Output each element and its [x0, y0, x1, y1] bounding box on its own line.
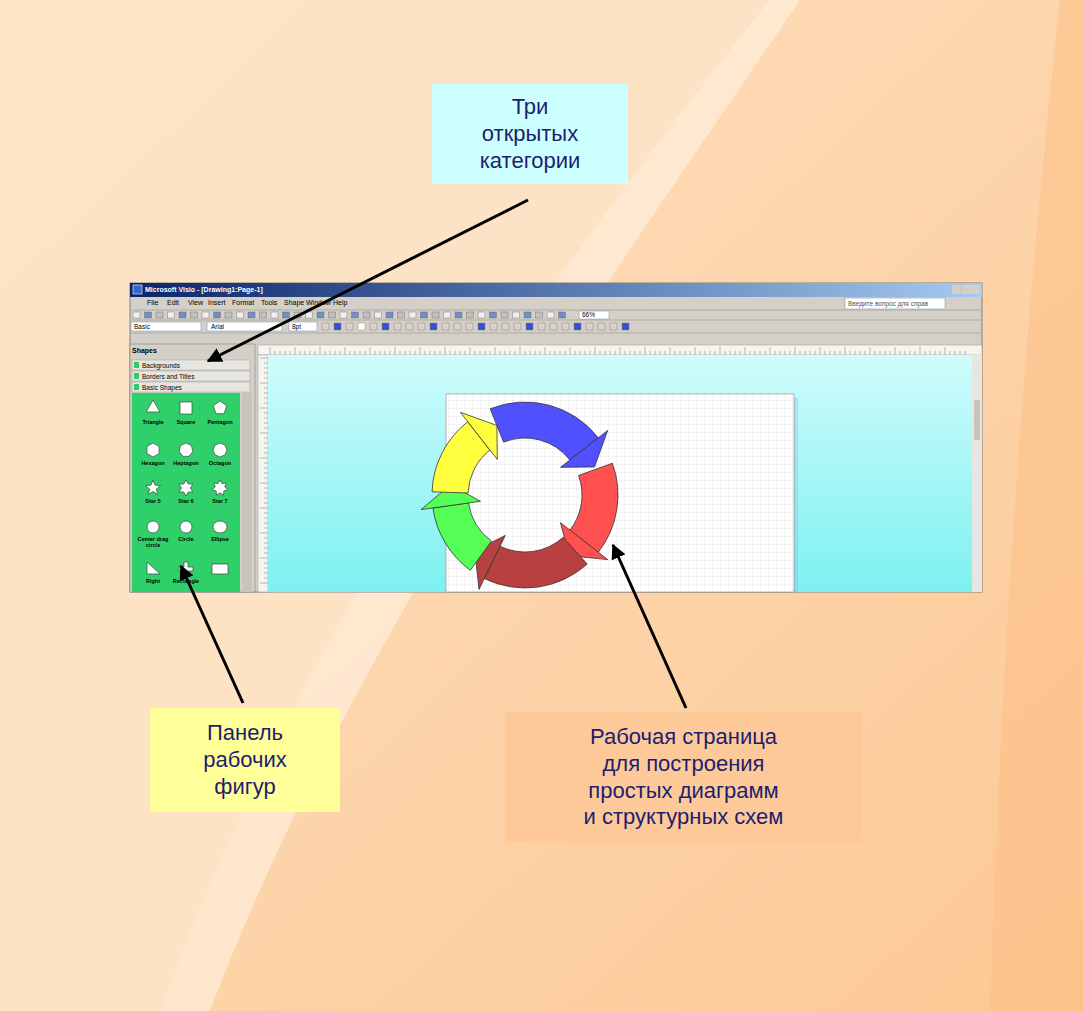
toolbar-field: 66%	[582, 311, 595, 318]
shape-name: Hexagon	[135, 460, 171, 466]
toolbar-field: Введите вопрос для справ	[848, 300, 928, 307]
menu-item: Help	[333, 299, 347, 307]
menu-item: Window	[306, 299, 331, 307]
menu-item: Insert	[208, 299, 226, 307]
menu-item: Edit	[167, 299, 179, 307]
menu-item: View	[188, 299, 203, 307]
callout-text: Рабочая страница для построения простых …	[581, 724, 786, 831]
toolbar-field: Arial	[211, 323, 224, 330]
callout-box: Рабочая страница для построения простых …	[505, 712, 862, 843]
shape-name: Circle	[168, 536, 204, 542]
shape-name: Octagon	[202, 460, 238, 466]
stencil-category: Backgrounds	[142, 362, 180, 369]
window-title: Microsoft Visio - [Drawing1:Page-1]	[145, 286, 263, 294]
shape-name: Triangle	[135, 419, 171, 425]
callout-box: Три открытых категории	[432, 84, 628, 184]
leader-arrow	[613, 545, 686, 708]
callout-box: Панель рабочих фигур	[150, 708, 340, 812]
shape-name: Center drag circle	[135, 536, 171, 548]
leader-arrow	[208, 200, 528, 361]
toolbar-field: 8pt	[292, 323, 301, 330]
callout-text: Три открытых категории	[469, 94, 591, 174]
menu-item: Format	[232, 299, 254, 307]
menu-item: File	[147, 299, 158, 307]
shape-name: Pentagon	[202, 419, 238, 425]
right-band	[990, 0, 1083, 1011]
stencil-category: Basic Shapes	[142, 384, 182, 391]
leader-arrows	[181, 200, 686, 708]
shape-name: Star 7	[202, 498, 238, 504]
shape-name: Ellipse	[202, 536, 238, 542]
shape-name: Star 6	[168, 498, 204, 504]
shape-name: Rectangle	[168, 578, 204, 584]
visio-screenshot	[130, 283, 982, 592]
shape-name: Square	[168, 419, 204, 425]
menu-item: Tools	[261, 299, 277, 307]
callout-text: Панель рабочих фигур	[185, 720, 305, 800]
shape-name: Star 5	[135, 498, 171, 504]
stencil-category: Shapes	[132, 347, 157, 355]
leader-arrow	[181, 566, 243, 703]
stencil-category: Borders and Titles	[142, 373, 194, 380]
shape-name: Heptagon	[168, 460, 204, 466]
toolbar-field: Basic	[134, 323, 150, 330]
shape-name: Right	[135, 578, 171, 584]
menu-item: Shape	[284, 299, 304, 307]
